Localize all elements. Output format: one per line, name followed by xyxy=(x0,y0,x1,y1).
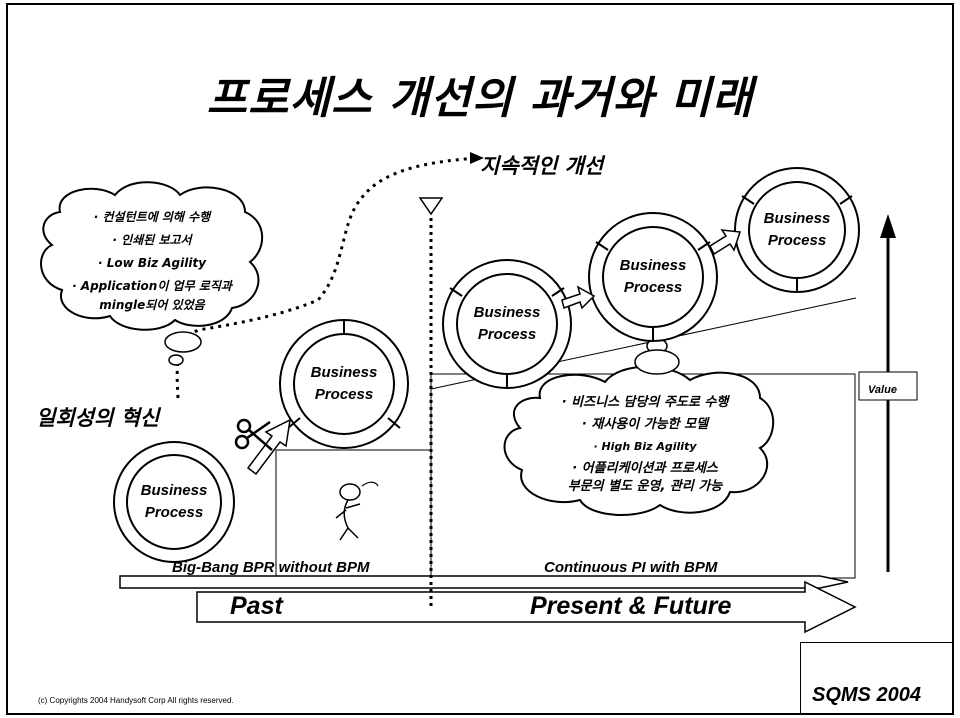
process-label-line: Process xyxy=(623,279,683,296)
future-cloud-bullet: · High Biz Agility xyxy=(593,440,697,453)
past-cloud-bullet: mingle되어 있었음 xyxy=(99,298,205,312)
past-cloud-bullet: · 컨설턴트에 의해 수행 xyxy=(93,210,211,224)
process-ring-1-label: Business Process xyxy=(124,480,224,524)
process-label-line: Business xyxy=(140,482,208,499)
value-axis-arrowhead xyxy=(880,214,896,238)
process-ring-5 xyxy=(734,167,860,293)
process-ring-2-label: Business Process xyxy=(294,362,394,406)
process-ring-5-label: Business Process xyxy=(747,208,847,252)
ring-arrow-4-5 xyxy=(709,229,742,256)
future-cloud-text: · 비즈니스 담당의 주도로 수행 · 재사용이 가능한 모델 · High B… xyxy=(520,392,770,494)
past-phase-label: Big-Bang BPR without BPM xyxy=(172,559,370,576)
footer-brand-box xyxy=(800,642,952,714)
past-cloud-text: · 컨설턴트에 의해 수행 · 인쇄된 보고서 · Low Biz Agilit… xyxy=(52,206,252,312)
future-cloud-bullet: · 어플리케이션과 프로세스 xyxy=(572,461,718,476)
process-label-line: Business xyxy=(763,210,831,227)
future-thought-bubble-large xyxy=(634,349,680,375)
slide-frame xyxy=(6,3,954,715)
timeline-arrow xyxy=(196,580,857,634)
past-thought-bubble-large xyxy=(164,331,202,353)
past-cloud-bullet: · 인쇄된 보고서 xyxy=(112,233,192,247)
process-ring-4 xyxy=(588,212,718,342)
past-cloud-bullet: · Low Biz Agility xyxy=(97,256,207,270)
past-thought-bubble-small xyxy=(168,354,184,366)
ring-arrow-3-4 xyxy=(561,285,596,310)
future-phase-label: Continuous PI with BPM xyxy=(544,559,718,576)
copyright-text: (c) Copyrights 2004 Handysoft Corp All r… xyxy=(38,696,234,705)
future-cloud-bullet: 부문의 별도 운영, 관리 가능 xyxy=(567,479,723,494)
value-label-box xyxy=(858,371,918,401)
continuous-improvement-arrowhead xyxy=(470,152,484,164)
process-label-line: Process xyxy=(767,232,827,249)
scissors-icon xyxy=(234,418,273,451)
timeline-future-label: Present & Future xyxy=(530,592,732,620)
base-axis-bar xyxy=(119,575,849,589)
future-cloud-bullet: · 비즈니스 담당의 주도로 수행 xyxy=(561,395,729,410)
value-axis-label: Value xyxy=(868,384,897,396)
continuous-improvement-label: 지속적인 개선 xyxy=(480,154,604,178)
past-step-box xyxy=(275,449,432,579)
past-cloud-shape xyxy=(40,181,264,331)
continuous-improvement-curve xyxy=(175,156,479,399)
process-label-line: Business xyxy=(310,364,378,381)
process-ring-3 xyxy=(442,259,572,389)
present-marker-triangle xyxy=(418,197,444,216)
page-title: 프로세스 개선의 과거와 미래 xyxy=(206,73,754,124)
one-off-innovation-label: 일회성의 혁신 xyxy=(36,406,160,430)
process-ring-1 xyxy=(113,441,235,563)
process-ring-2 xyxy=(279,319,409,449)
process-label-line: Business xyxy=(619,257,687,274)
process-ring-4-label: Business Process xyxy=(603,255,703,299)
process-label-line: Business xyxy=(473,304,541,321)
past-cloud-bullet: · Application이 업무 로직과 xyxy=(72,279,232,293)
timeline-past-label: Past xyxy=(230,592,283,620)
footer-brand: SQMS 2004 xyxy=(812,684,921,706)
process-label-line: Process xyxy=(314,386,374,403)
future-cloud-bullet: · 재사용이 가능한 모델 xyxy=(581,417,709,432)
process-label-line: Process xyxy=(477,326,537,343)
process-label-line: Process xyxy=(144,504,204,521)
thinking-figure-icon xyxy=(335,481,379,541)
process-ring-3-label: Business Process xyxy=(457,302,557,346)
